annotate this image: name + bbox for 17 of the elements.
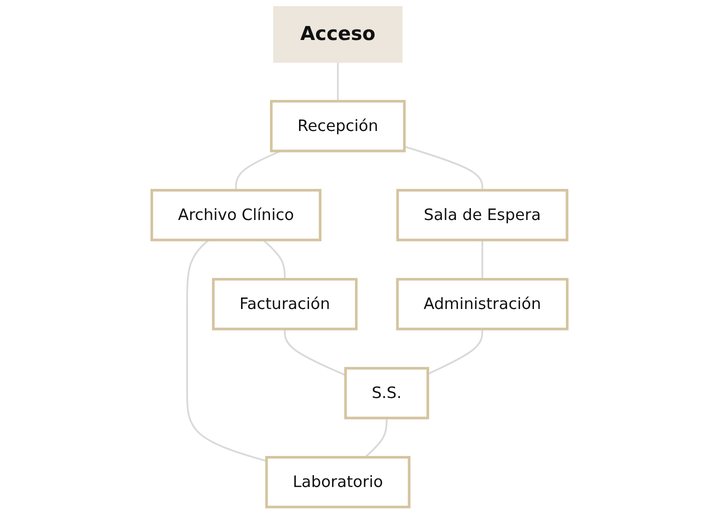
connector <box>186 239 267 462</box>
connector <box>235 150 282 190</box>
node-box: Archivo Clínico <box>150 188 322 242</box>
connector <box>364 418 388 458</box>
node-box: Recepción <box>270 100 406 152</box>
connector <box>284 329 346 376</box>
connector <box>481 240 484 280</box>
node-box: Acceso <box>273 6 403 63</box>
connector <box>336 62 339 102</box>
node-box: Facturación <box>212 278 358 330</box>
node-box: Administración <box>396 278 569 330</box>
connector <box>427 329 484 375</box>
connector <box>404 146 484 190</box>
node-box: S.S. <box>344 366 430 420</box>
node-box: Sala de Espera <box>396 188 568 242</box>
connector <box>262 239 286 280</box>
node-box: Laboratorio <box>265 456 410 508</box>
